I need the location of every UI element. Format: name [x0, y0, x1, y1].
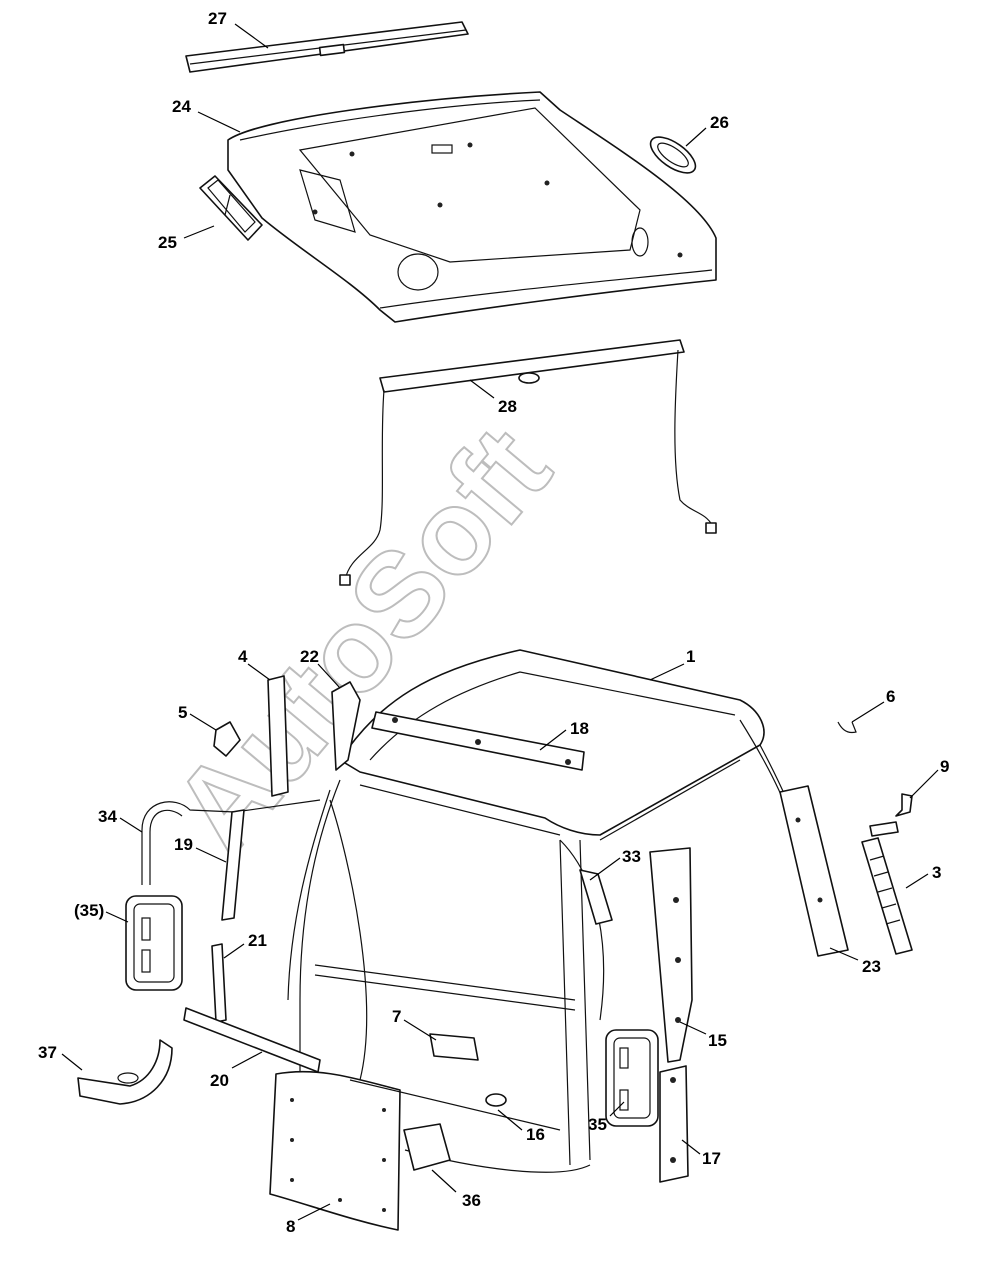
- part-16-support: [349, 1079, 561, 1131]
- callout-9: 9: [940, 757, 949, 776]
- part-22-pillar-trim: [331, 681, 361, 771]
- part-34-handrail: [141, 799, 321, 885]
- part-35-bracketed-window-panel: [125, 895, 183, 991]
- callout-15: 15: [708, 1031, 727, 1050]
- part-26-oval-vent: [649, 136, 697, 174]
- callout-17: 17: [702, 1149, 721, 1168]
- part-25-vent-grille: [199, 175, 263, 241]
- part-7-floor-grip: [429, 1033, 479, 1061]
- callout-23: 23: [862, 957, 881, 976]
- part-6-clip: [837, 721, 857, 734]
- callout-8: 8: [286, 1217, 295, 1236]
- part-21-trim: [211, 943, 227, 1023]
- callout-6: 6: [886, 687, 895, 706]
- callout-16: 16: [526, 1125, 545, 1144]
- part-37-step-bracket: [77, 1039, 173, 1105]
- callout-22: 22: [300, 647, 319, 666]
- callout-34: 34: [98, 807, 117, 826]
- part-33-inner-trim: [579, 869, 613, 925]
- callout-7: 7: [392, 1007, 401, 1026]
- callout-20: 20: [210, 1071, 229, 1090]
- callout-21: 21: [248, 931, 267, 950]
- callout-19: 19: [174, 835, 193, 854]
- callout-25: 25: [158, 233, 177, 252]
- part-27-roller-rail: [185, 21, 469, 73]
- part-23-c-pillar: [779, 785, 849, 957]
- part-36-mount: [403, 1123, 451, 1171]
- callout-28: 28: [498, 397, 517, 416]
- callout-3: 3: [932, 863, 941, 882]
- callout-18: 18: [570, 719, 589, 738]
- part-24-headliner: [227, 91, 717, 323]
- callout-24: 24: [172, 97, 191, 116]
- part-5-mirror: [213, 721, 241, 757]
- part-4-trim-strip: [267, 675, 289, 797]
- callout-5: 5: [178, 703, 187, 722]
- part-9-fitting: [869, 793, 913, 837]
- callout-36: 36: [462, 1191, 481, 1210]
- callout-35: 35: [588, 1115, 607, 1134]
- part-28-sunshade-rail: [339, 339, 717, 586]
- callout-33: 33: [622, 847, 641, 866]
- part-35-window-panel: [605, 1029, 659, 1127]
- callout-26: 26: [710, 113, 729, 132]
- part-15-b-pillar: [649, 847, 693, 1063]
- callout-4: 4: [238, 647, 248, 666]
- part-17-rear-trim: [659, 1065, 689, 1183]
- callout-37: 37: [38, 1043, 57, 1062]
- part-18-roof-bracket: [371, 711, 585, 771]
- callout-1: 1: [686, 647, 695, 666]
- callout-35-bracketed: (35): [74, 901, 104, 920]
- part-3-grille: [861, 837, 913, 955]
- callouts: 27 24 25 26 28 1 4 22 5 18 6 9 34 19 33 …: [38, 9, 949, 1236]
- part-8-floor-panel: [269, 1070, 401, 1231]
- part-19-a-pillar-trim: [221, 809, 245, 921]
- callout-27: 27: [208, 9, 227, 28]
